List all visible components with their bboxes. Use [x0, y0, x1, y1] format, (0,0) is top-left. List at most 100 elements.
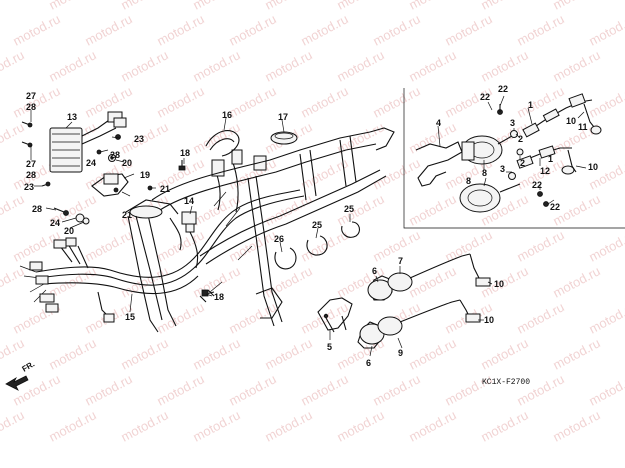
watermark-text: motod.ru — [586, 371, 625, 408]
callout-11: 11 — [578, 122, 588, 132]
callout-23: 23 — [24, 182, 34, 192]
callout-4: 4 — [436, 118, 441, 128]
callout-18: 18 — [180, 148, 190, 158]
callout-24: 24 — [50, 218, 60, 228]
watermark-text: motod.ru — [442, 227, 494, 264]
callout-8: 8 — [482, 168, 487, 178]
small-fasteners — [178, 160, 215, 297]
callout-7: 7 — [398, 256, 403, 266]
watermark-text: motod.ru — [190, 407, 242, 444]
relay-bracket — [91, 173, 129, 197]
watermark-text: motod.ru — [514, 11, 566, 48]
callout-13: 13 — [67, 112, 77, 122]
watermark-text: motod.ru — [46, 47, 98, 84]
watermark-text: motod.ru — [118, 47, 170, 84]
wire-harness — [19, 149, 305, 323]
watermark-text: motod.ru — [82, 227, 134, 264]
watermark-text: motod.ru — [370, 11, 422, 48]
watermark-text: motod.ru — [46, 335, 98, 372]
watermark-text: motod.ru — [190, 47, 242, 84]
watermark-text: motod.ru — [370, 227, 422, 264]
watermark-text: motod.ru — [478, 335, 530, 372]
watermark-text: motod.ru — [406, 47, 458, 84]
callout-21: 21 — [122, 210, 132, 220]
watermark-text: motod.ru — [550, 0, 602, 13]
watermark-text: motod.ru — [334, 0, 386, 13]
callout-2: 2 — [518, 134, 523, 144]
watermark-text: motod.ru — [298, 11, 350, 48]
watermark-text: motod.ru — [10, 11, 62, 48]
callout-16: 16 — [222, 110, 232, 120]
watermark-text: motod.ru — [46, 0, 98, 13]
watermark-text: motod.ru — [550, 47, 602, 84]
callout-10: 10 — [494, 279, 504, 289]
watermark-text: motod.ru — [154, 299, 206, 336]
watermark-text: motod.ru — [190, 335, 242, 372]
callout-14: 14 — [184, 196, 194, 206]
callout-5: 5 — [327, 342, 332, 352]
callout-10: 10 — [588, 162, 598, 172]
watermark-text: motod.ru — [0, 191, 27, 228]
watermark-text: motod.ru — [514, 371, 566, 408]
watermark-text: motod.ru — [550, 407, 602, 444]
watermark-text: motod.ru — [586, 155, 625, 192]
callout-22: 22 — [550, 202, 560, 212]
watermark-text: motod.ru — [478, 407, 530, 444]
watermark-text: motod.ru — [262, 407, 314, 444]
watermark-text: motod.ru — [226, 83, 278, 120]
watermark-text: motod.ru — [550, 335, 602, 372]
callout-28: 28 — [26, 170, 36, 180]
callout-2: 2 — [520, 158, 525, 168]
watermark-text: motod.ru — [406, 0, 458, 13]
callout-1: 1 — [528, 100, 533, 110]
watermark-text: motod.ru — [514, 227, 566, 264]
callout-6: 6 — [366, 358, 371, 368]
watermark-text: motod.ru — [0, 0, 27, 13]
watermark-text: motod.ru — [442, 371, 494, 408]
watermark-text: motod.ru — [190, 0, 242, 13]
callout-28: 28 — [110, 150, 120, 160]
watermark-text: motod.ru — [406, 191, 458, 228]
watermark-text: motod.ru — [406, 407, 458, 444]
watermark-text: motod.ru — [586, 83, 625, 120]
callout-27: 27 — [26, 159, 36, 169]
callout-20: 20 — [64, 226, 74, 236]
callout-22: 22 — [498, 84, 508, 94]
callout-22: 22 — [532, 180, 542, 190]
watermark-text: motod.ru — [226, 11, 278, 48]
watermark-text: motod.ru — [226, 227, 278, 264]
callout-6: 6 — [372, 266, 377, 276]
watermark-text: motod.ru — [262, 47, 314, 84]
watermark-text: motod.ru — [0, 47, 27, 84]
callout-numbers: 27 28 13 23 27 28 23 28 24 20 19 21 21 2… — [24, 84, 598, 368]
watermark-text: motod.ru — [154, 371, 206, 408]
watermark-text: motod.ru — [154, 83, 206, 120]
callout-21: 21 — [160, 184, 170, 194]
watermark-text: motod.ru — [118, 407, 170, 444]
watermark-text: motod.ru — [442, 11, 494, 48]
watermark-text: motod.ru — [0, 263, 27, 300]
callout-19: 19 — [140, 170, 150, 180]
watermark-text: motod.ru — [514, 299, 566, 336]
callout-8: 8 — [466, 176, 471, 186]
watermark-text: motod.ru — [586, 227, 625, 264]
callout-26: 26 — [274, 234, 284, 244]
watermark-text: motod.ru — [298, 371, 350, 408]
switch-cables — [516, 93, 602, 207]
diagram-code: KC1X-F2700 — [482, 378, 530, 387]
callout-27: 27 — [26, 91, 36, 101]
watermark-text: motod.ru — [334, 407, 386, 444]
watermark-text: motod.ru — [550, 119, 602, 156]
callout-28: 28 — [32, 204, 42, 214]
callout-25: 25 — [344, 204, 354, 214]
callout-10: 10 — [484, 315, 494, 325]
callout-3: 3 — [500, 164, 505, 174]
watermark-text: motod.ru — [370, 83, 422, 120]
callout-28: 28 — [26, 102, 36, 112]
callout-3: 3 — [510, 118, 515, 128]
watermark-text: motod.ru — [550, 263, 602, 300]
sensors-lower — [357, 253, 491, 349]
watermark-text: motod.ru — [118, 335, 170, 372]
sensor-bracket — [317, 297, 353, 333]
